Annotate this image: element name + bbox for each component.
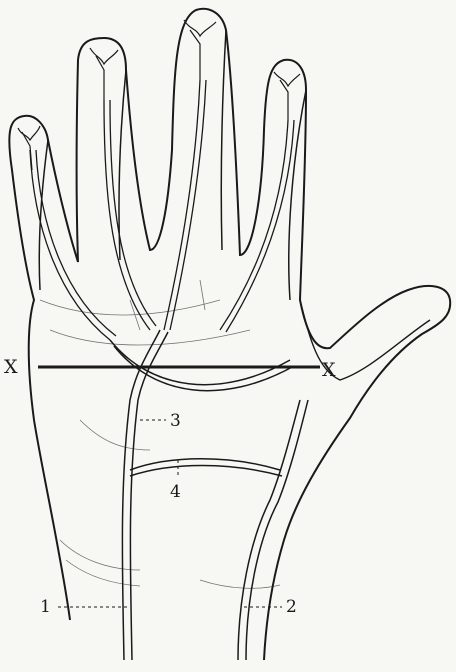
- label-1: 1: [40, 597, 51, 617]
- label-x-left: X: [4, 356, 18, 378]
- label-x-right: X: [322, 359, 336, 381]
- label-4: 4: [170, 482, 181, 502]
- label-2: 2: [286, 597, 297, 617]
- label-3: 3: [170, 411, 181, 431]
